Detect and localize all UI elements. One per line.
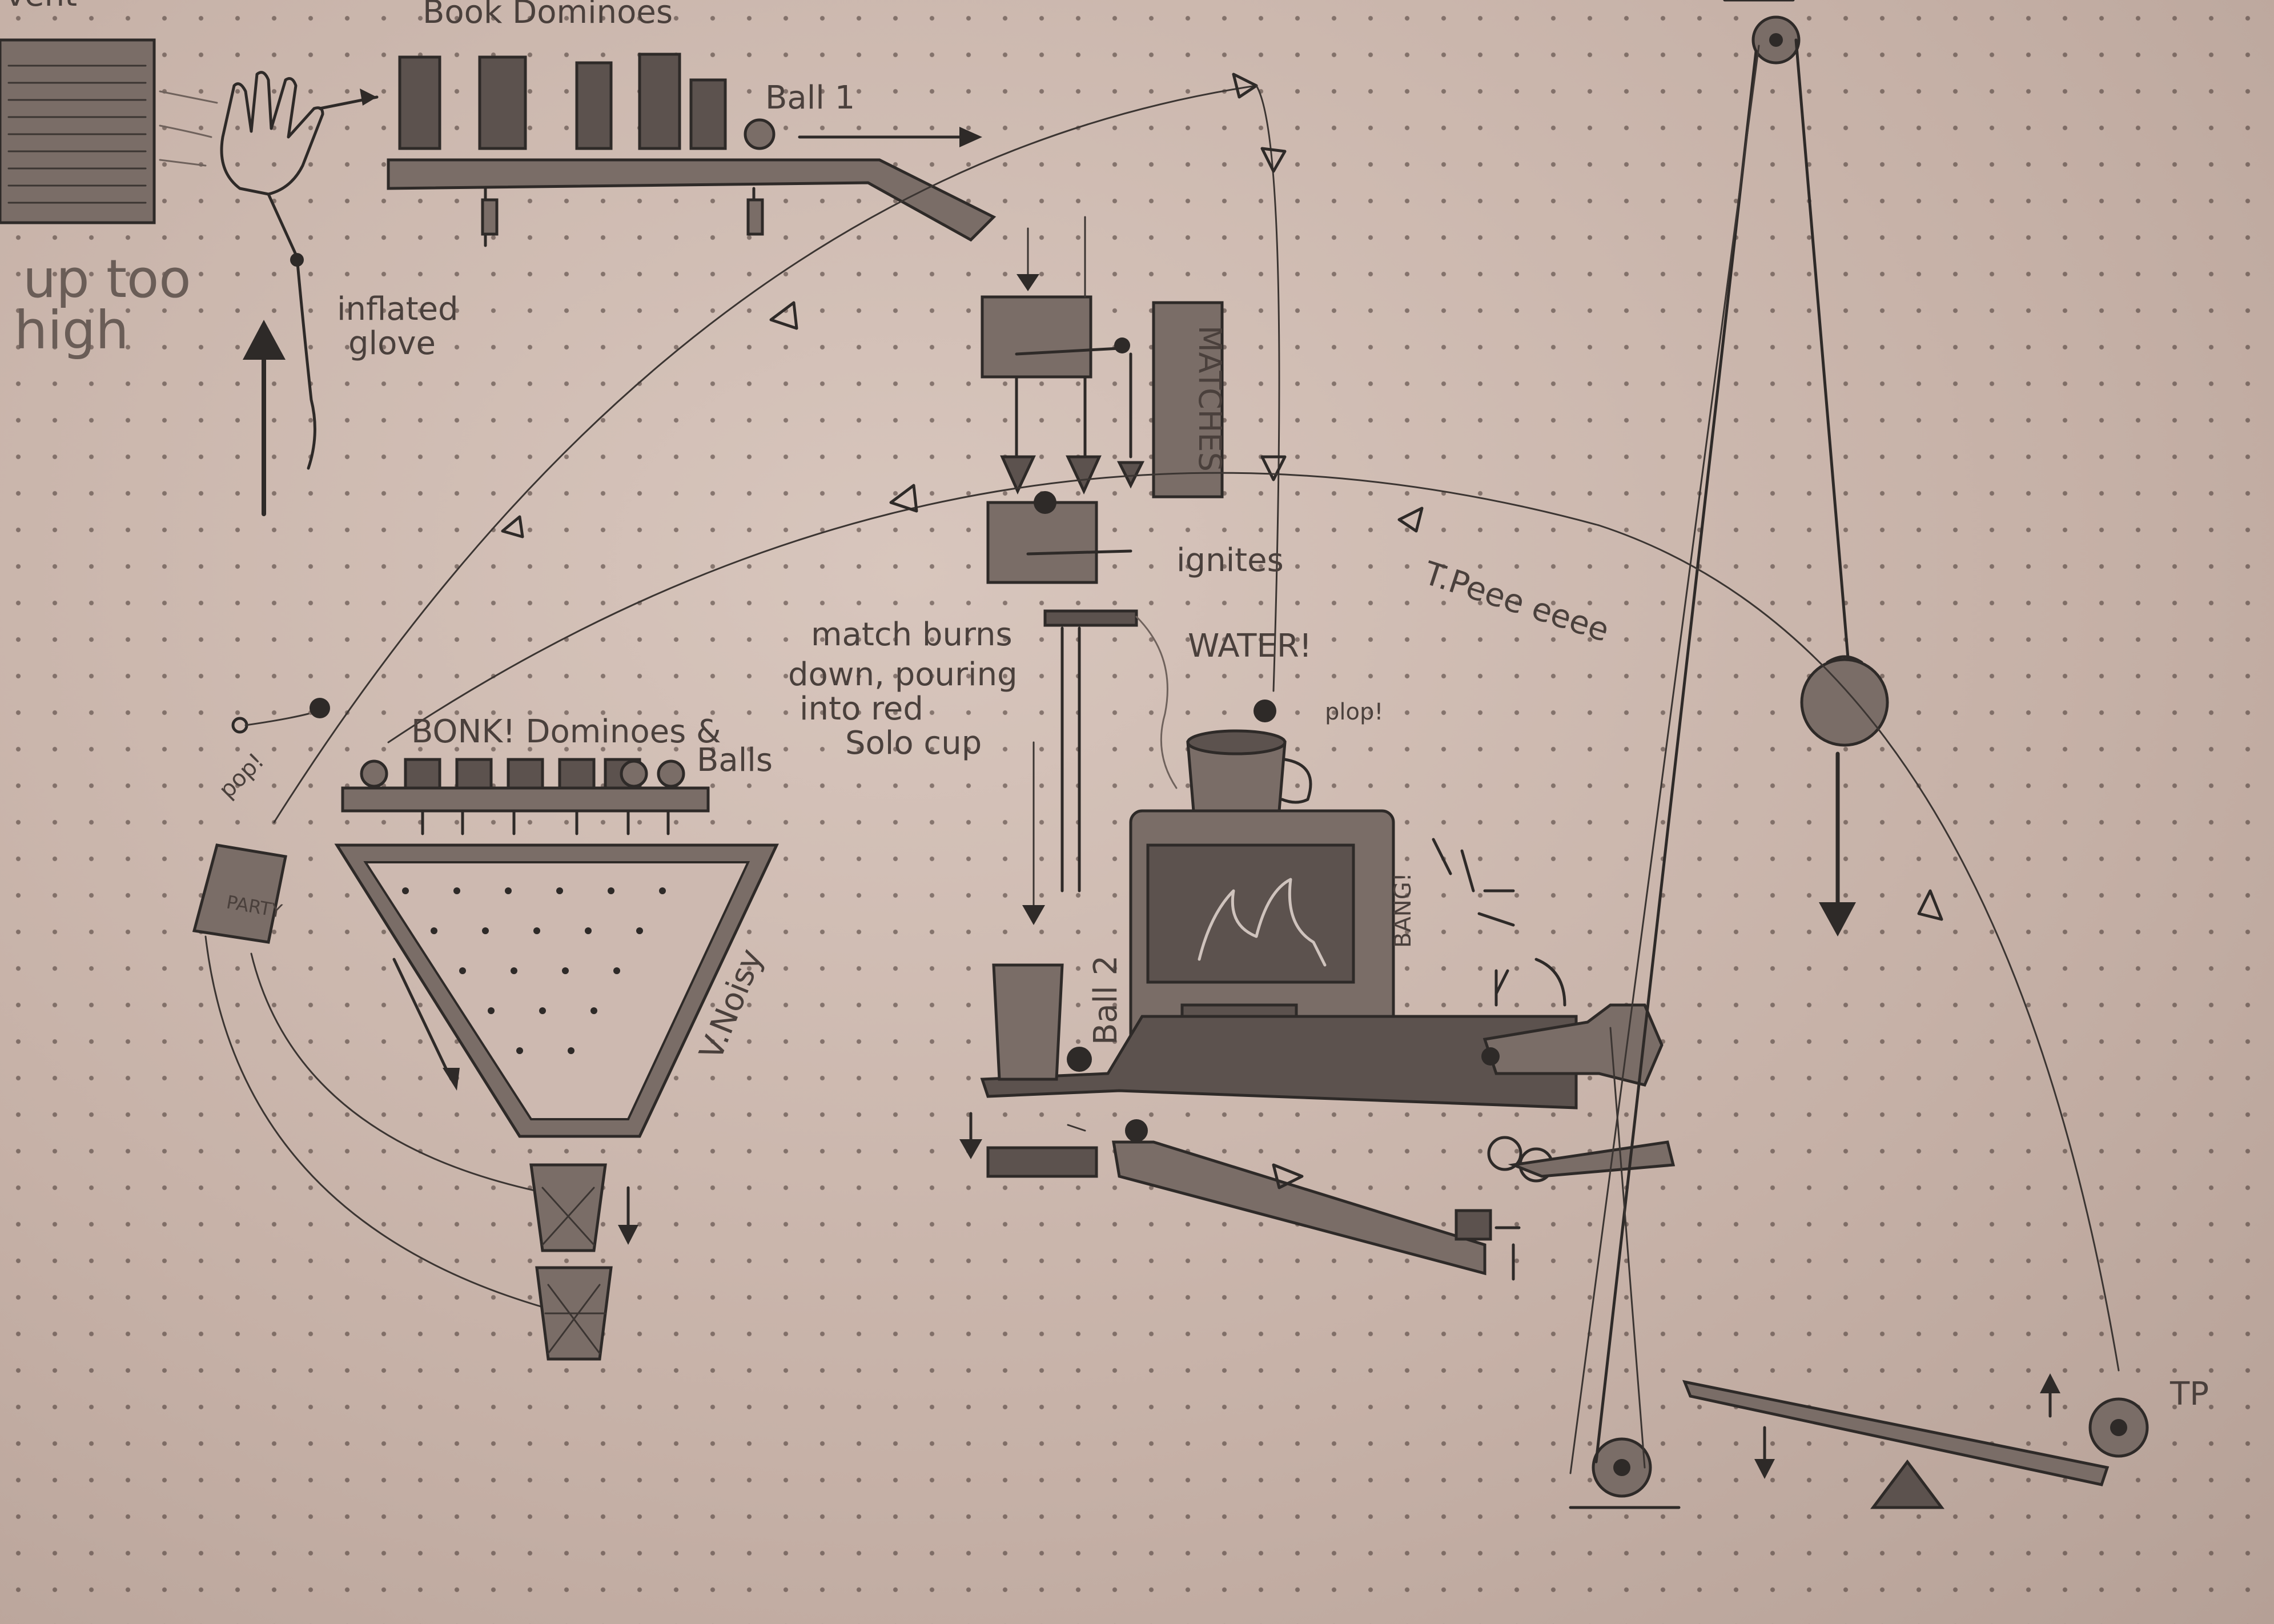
match-mechanism	[982, 217, 1142, 582]
match-burns-label-2: down, pouring	[788, 656, 1018, 693]
book-dominoes	[400, 54, 774, 148]
upper-basket	[531, 1165, 638, 1251]
red-solo-cup	[994, 965, 1062, 1079]
lower-basket	[537, 1268, 611, 1359]
bonk-label: BONK! Dominoes &	[411, 713, 721, 750]
water-label: WATER!	[1188, 628, 1312, 665]
bang-label: BANG!	[1390, 873, 1416, 948]
party-popper-can: PARTY	[194, 845, 286, 942]
balls-label: Balls	[697, 742, 773, 779]
coffee-mug	[1188, 700, 1311, 819]
weight-ball	[1802, 657, 1887, 936]
high-label: high	[14, 300, 129, 361]
inflated-label: inflated	[337, 291, 459, 328]
launch-arc	[274, 86, 1256, 822]
ball-ramp	[959, 1114, 1485, 1273]
plop-label: plop!	[1325, 699, 1383, 725]
domino-shelf	[343, 759, 708, 834]
matches-box: MATCHES	[1154, 303, 1228, 497]
up-arrow	[243, 320, 286, 514]
balloon-string	[233, 698, 330, 732]
tp-label: TP	[2169, 1376, 2209, 1413]
inflated-glove	[222, 73, 377, 468]
scissors	[1456, 1137, 1673, 1279]
seesaw	[1685, 1373, 2147, 1508]
television	[1131, 811, 1393, 1051]
pop-label: pop!	[214, 748, 270, 803]
ball-2-label: Ball 2	[1087, 955, 1124, 1045]
vent-label: vent	[6, 0, 77, 14]
drop-line	[1256, 86, 1279, 691]
match-burns-label-3: into red	[799, 690, 923, 727]
pachinko-funnel	[337, 845, 777, 1136]
pulley-system	[1570, 0, 1850, 1508]
t-peee-label: T.Peee eeee	[1419, 554, 1614, 649]
ball-1-path-arrow	[799, 127, 982, 147]
ball-2	[1067, 1047, 1092, 1072]
air-vent	[0, 40, 217, 223]
match-burns-label-1: match burns	[811, 616, 1013, 653]
match-burns-label-4: Solo cup	[845, 725, 982, 762]
ignites-label: ignites	[1176, 542, 1284, 579]
ball-1-label: Ball 1	[765, 79, 855, 116]
book-shelf	[388, 160, 994, 246]
glove-label: glove	[348, 325, 436, 362]
matches-label: MATCHES	[1192, 325, 1228, 472]
book-dominoes-label: Book Dominoes	[423, 0, 673, 31]
